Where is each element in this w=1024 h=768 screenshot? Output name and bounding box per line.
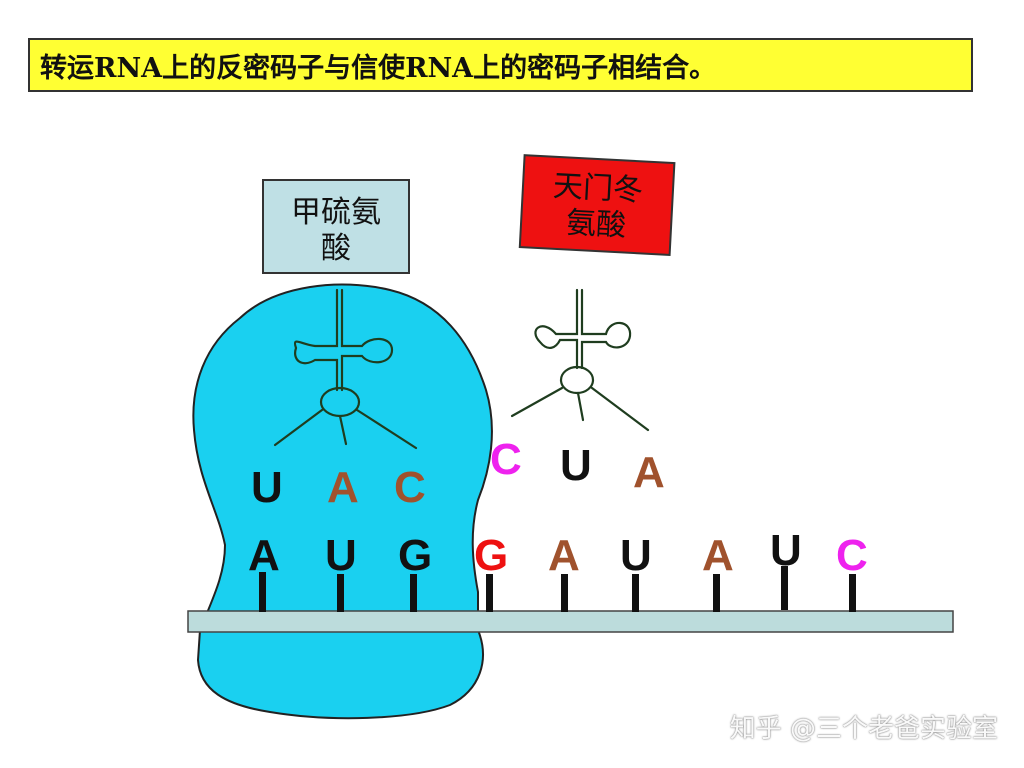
anticodon-left-1: U — [251, 463, 283, 512]
mrna-base-1: A — [248, 531, 280, 580]
base-bond-5 — [561, 574, 568, 612]
methionine-box — [262, 179, 410, 274]
ribosome-shape — [192, 283, 493, 720]
anticodon-left-2: A — [327, 463, 359, 512]
anticodon-left-3: C — [394, 463, 426, 512]
base-bond-6 — [632, 574, 639, 612]
anticodon-right-2: U — [560, 441, 592, 490]
trna-left — [273, 288, 418, 450]
base-bond-3 — [410, 574, 417, 612]
base-bond-4 — [486, 574, 493, 612]
title-text: 转运RNA上的反密码子与信使RNA上的密码子相结合。 — [40, 52, 717, 84]
mrna-base-6: U — [620, 531, 652, 580]
base-bond-9 — [849, 574, 856, 612]
base-bond-2 — [337, 574, 344, 612]
methionine-label-line2: 酸 — [321, 231, 351, 266]
watermark: 知乎 @三个老爸实验室 — [729, 714, 998, 744]
methionine-label-line1: 甲硫氨 — [291, 195, 381, 230]
mrna-base-3: G — [398, 531, 432, 580]
mrna-base-5: A — [548, 531, 580, 580]
base-bond-8 — [781, 566, 788, 610]
mrna-strand — [187, 610, 954, 633]
mrna-base-2: U — [325, 531, 357, 580]
mrna-base-9: C — [836, 531, 868, 580]
base-bonds — [259, 566, 856, 612]
base-bond-1 — [259, 572, 266, 612]
trna-right — [510, 288, 650, 432]
base-bond-7 — [713, 574, 720, 612]
aspartate-label-line2: 氨酸 — [565, 205, 627, 243]
mrna-base-4: G — [474, 531, 508, 580]
anticodon-right-3: A — [633, 448, 665, 497]
aspartate-label-line1: 天门冬 — [552, 169, 644, 209]
anticodon-right-1: C — [490, 435, 522, 484]
title-banner: 转运RNA上的反密码子与信使RNA上的密码子相结合。 — [28, 38, 973, 92]
mrna-base-7: A — [702, 531, 734, 580]
aspartate-box — [518, 154, 676, 256]
